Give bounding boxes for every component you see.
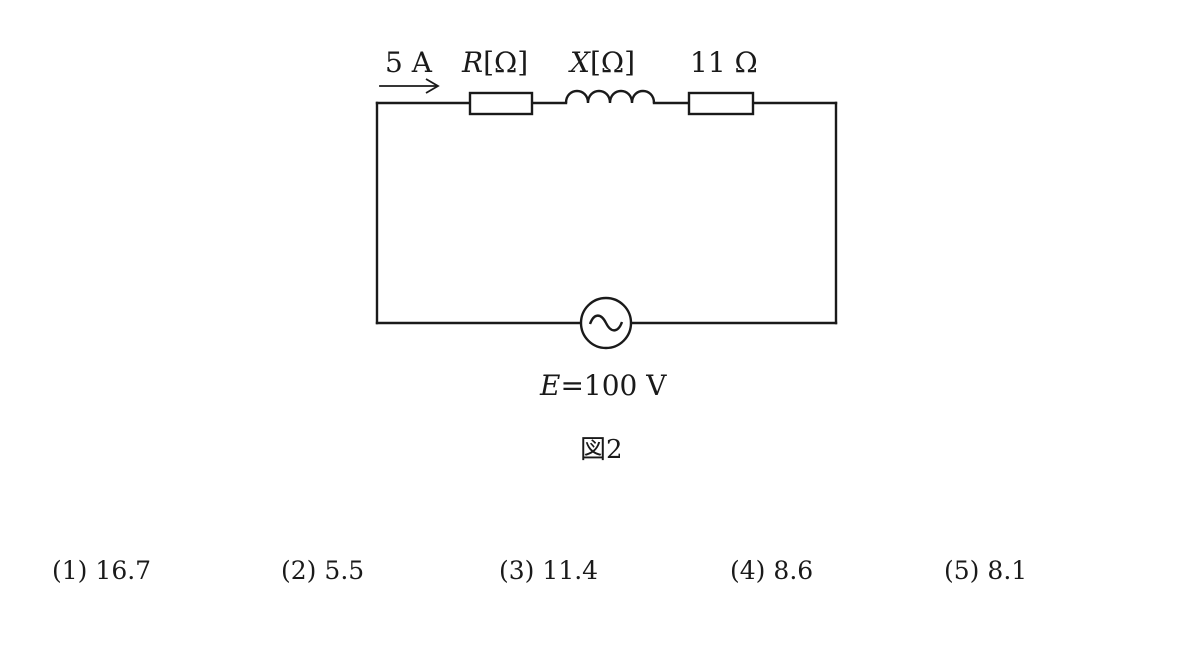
inductor-icon (564, 89, 656, 104)
resistor-r-unit: [Ω] (483, 46, 528, 79)
source-symbol: E (539, 369, 560, 402)
choice-value: 5.5 (324, 556, 365, 585)
choice-value: 8.1 (987, 556, 1028, 585)
reactance-x-unit: [Ω] (590, 46, 635, 79)
choice-5[interactable]: (5)8.1 (944, 556, 1027, 585)
resistor-icon (687, 91, 755, 116)
choice-number: (4) (730, 556, 766, 585)
choice-value: 8.6 (773, 556, 814, 585)
resistor-fixed-label: 11 Ω (690, 46, 758, 79)
source-value: =100 V (560, 369, 667, 402)
choice-1[interactable]: (1)16.7 (52, 556, 151, 585)
choice-number: (3) (499, 556, 535, 585)
choice-number: (2) (281, 556, 317, 585)
choice-number: (1) (52, 556, 88, 585)
choice-value: 11.4 (542, 556, 599, 585)
choice-2[interactable]: (2)5.5 (281, 556, 364, 585)
ac-source-icon (579, 296, 633, 350)
source-label: E=100 V (539, 369, 667, 402)
circuit-wires (375, 101, 838, 325)
current-arrow-head (425, 78, 440, 94)
resistor-icon (468, 91, 534, 116)
current-arrow-icon (379, 78, 440, 94)
figure-caption: 図2 (580, 435, 623, 465)
resistor-r-label: R[Ω] (461, 46, 528, 79)
answer-choices: (1)16.7 (2)5.5 (3)11.4 (4)8.6 (5)8.1 (0, 556, 1200, 596)
choice-value: 16.7 (95, 556, 152, 585)
reactance-x-symbol: X (568, 46, 591, 79)
reactance-x-label: X[Ω] (568, 46, 635, 79)
choice-4[interactable]: (4)8.6 (730, 556, 813, 585)
ac-sine-wave (588, 314, 624, 332)
choice-3[interactable]: (3)11.4 (499, 556, 598, 585)
current-label: 5 A (385, 46, 433, 79)
choice-number: (5) (944, 556, 980, 585)
resistor-r-symbol: R (461, 46, 483, 79)
